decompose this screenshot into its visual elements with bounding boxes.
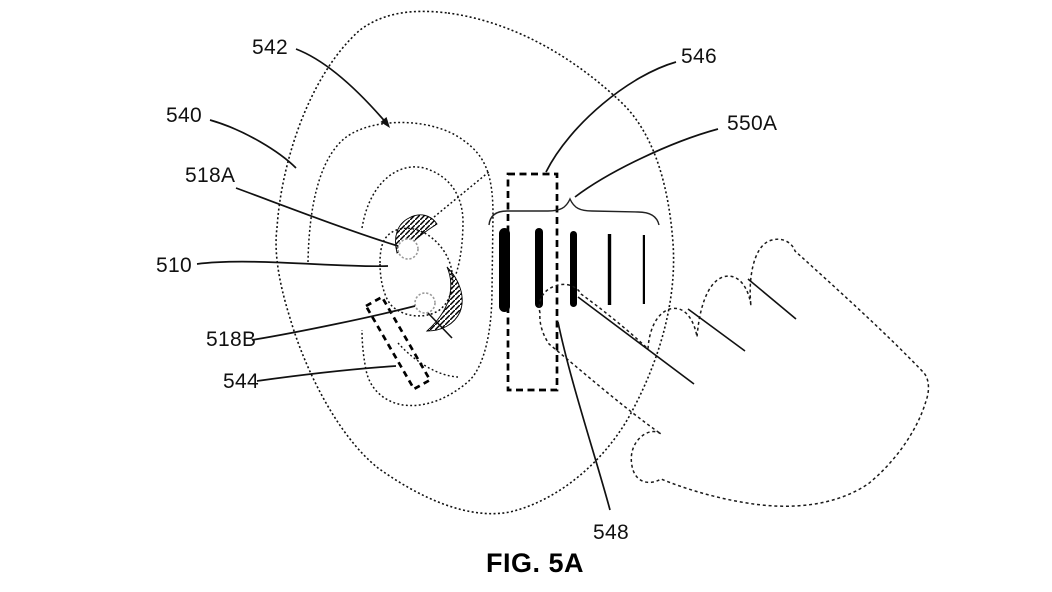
leader-548 <box>557 321 611 511</box>
leader-546 <box>545 61 677 173</box>
signal-bars <box>499 228 645 312</box>
ear-outline <box>275 10 675 515</box>
leader-540 <box>209 119 297 169</box>
crus-spur-line <box>433 170 491 218</box>
sensor-detail-line <box>427 312 453 339</box>
leader-518a <box>235 187 399 247</box>
hatch-patch-lower <box>425 266 463 332</box>
sensor-circle-518a <box>397 238 419 260</box>
ref-label-550a: 550A <box>727 112 778 135</box>
arrowhead-542 <box>380 117 390 128</box>
antitragus-fold <box>397 342 459 378</box>
ref-label-540: 540 <box>166 104 202 127</box>
figure-caption: FIG. 5A <box>486 548 585 578</box>
leader-544 <box>256 365 397 382</box>
leader-550a <box>574 128 719 198</box>
stem-dashed-rect <box>364 295 432 391</box>
signal-bar-3 <box>570 231 577 307</box>
signal-bar-1 <box>499 228 510 312</box>
finger-separation-lines <box>577 278 797 385</box>
sensor-circle-518b <box>414 292 436 314</box>
finger-separation-line-1 <box>577 296 695 385</box>
touch-zone-dashed-rect <box>506 172 559 392</box>
ref-label-518b: 518B <box>206 328 257 351</box>
ref-label-518a: 518A <box>185 164 236 187</box>
ref-label-510: 510 <box>156 254 192 277</box>
finger-separation-line-2 <box>687 308 746 352</box>
ref-label-548: 548 <box>593 521 629 544</box>
leader-lines <box>196 48 719 511</box>
ref-label-542: 542 <box>252 36 288 59</box>
leader-510 <box>196 260 389 268</box>
swipe-range-brace <box>488 197 660 226</box>
leader-542 <box>295 48 389 126</box>
leader-518b <box>251 305 416 341</box>
ref-label-546: 546 <box>681 45 717 68</box>
signal-bar-5 <box>642 235 645 304</box>
signal-bar-4 <box>607 234 612 305</box>
hand-outline <box>538 238 930 507</box>
finger-separation-line-3 <box>747 278 797 320</box>
signal-bar-2 <box>535 228 543 308</box>
ref-label-544: 544 <box>223 370 259 393</box>
